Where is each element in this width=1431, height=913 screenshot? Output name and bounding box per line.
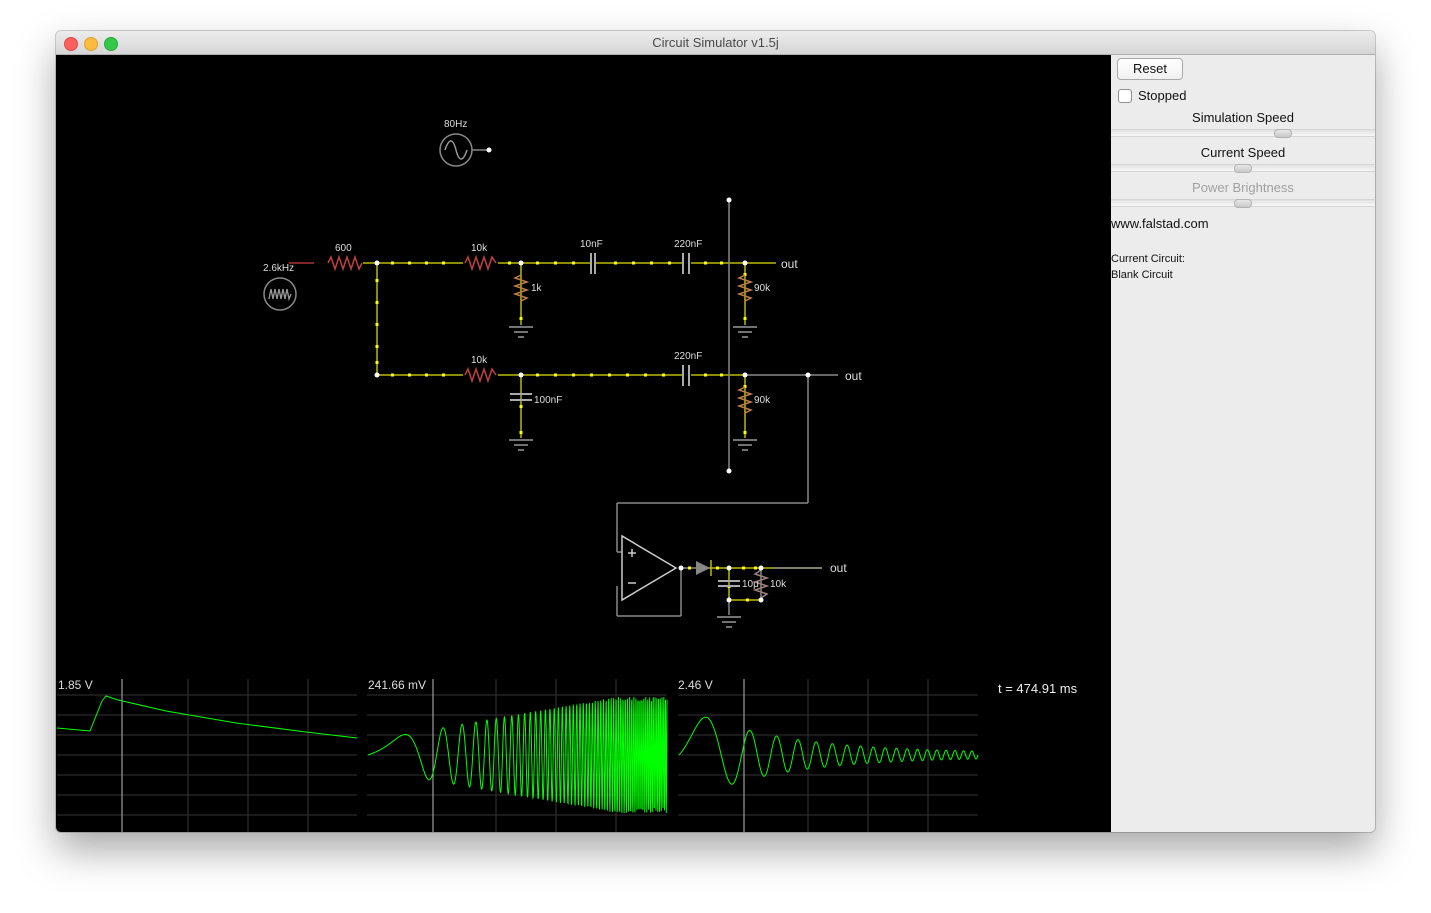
close-window-button[interactable]	[64, 37, 78, 51]
label-1k: 1k	[531, 283, 543, 294]
resistor-1k	[512, 274, 530, 302]
stopped-label: Stopped	[1138, 88, 1187, 103]
stopped-checkbox[interactable]	[1118, 89, 1132, 103]
power-brightness-thumb	[1234, 199, 1252, 208]
resistor-90k-top	[736, 274, 754, 302]
wire-network[interactable]	[289, 200, 838, 617]
current-circuit-label: Current Circuit:	[1111, 253, 1185, 265]
maximize-window-button[interactable]	[104, 37, 118, 51]
label-90k-bottom: 90k	[754, 395, 771, 406]
scope-3[interactable]: 2.46 V	[678, 678, 979, 832]
label-80hz: 80Hz	[444, 119, 467, 130]
scope-2-value: 241.66 mV	[368, 678, 426, 692]
power-brightness-slider	[1111, 199, 1375, 208]
window-title: Circuit Simulator v1.5j	[652, 35, 779, 50]
current-speed-slider[interactable]	[1111, 164, 1375, 173]
resistors[interactable]	[327, 254, 770, 599]
label-90k-top: 90k	[754, 283, 771, 294]
label-10nf: 10nF	[580, 239, 603, 250]
time-readout: t = 474.91 ms	[998, 681, 1078, 696]
source-2.6khz[interactable]	[263, 277, 297, 311]
minimize-window-button[interactable]	[84, 37, 98, 51]
current-speed-label: Current Speed	[1200, 145, 1286, 160]
resistor-10k-detector	[752, 569, 770, 599]
capacitors[interactable]	[510, 253, 740, 587]
power-brightness-label: Power Brightness	[1192, 180, 1294, 195]
resistor-600	[327, 254, 363, 272]
output-label-2: out	[845, 369, 862, 383]
reset-button[interactable]: Reset	[1117, 58, 1183, 80]
title-bar: Circuit Simulator v1.5j	[56, 31, 1375, 55]
scope-1-value: 1.85 V	[58, 678, 93, 692]
scope-1[interactable]: 1.85 V	[56, 677, 358, 832]
ground-symbols	[509, 326, 757, 628]
simulation-speed-thumb[interactable]	[1274, 129, 1292, 138]
output-label-1: out	[781, 257, 798, 271]
label-10k-detector: 10k	[770, 579, 787, 590]
output-label-3: out	[830, 561, 847, 575]
label-2.6khz: 2.6kHz	[263, 263, 294, 274]
junction-nodes	[374, 197, 811, 603]
current-dots	[375, 261, 757, 602]
label-cap-detector: 10μ	[742, 579, 759, 590]
op-amp[interactable]	[621, 534, 678, 602]
label-10k-top: 10k	[471, 243, 488, 254]
scope-3-value: 2.46 V	[678, 678, 713, 692]
diode[interactable]	[696, 560, 712, 576]
label-100nf: 100nF	[534, 395, 562, 406]
control-panel: Reset Stopped Simulation Speed Current S…	[1111, 55, 1375, 832]
scope-2[interactable]: 241.66 mV	[367, 678, 668, 832]
resistor-10k-top	[464, 254, 497, 272]
label-10k-bottom: 10k	[471, 355, 488, 366]
current-speed-thumb[interactable]	[1234, 164, 1252, 173]
current-circuit-name: Blank Circuit	[1111, 269, 1173, 281]
simulation-speed-label: Simulation Speed	[1192, 110, 1294, 125]
label-600: 600	[335, 243, 352, 254]
resistor-10k-bottom	[464, 366, 497, 384]
source-80hz[interactable]	[439, 133, 492, 167]
label-220nf-top: 220nF	[674, 239, 702, 250]
app-window: Circuit Simulator v1.5j	[56, 31, 1375, 832]
falstad-link[interactable]: www.falstad.com	[1111, 216, 1209, 231]
circuit-canvas[interactable]: 80Hz 2.6kHz 600 10k 1k 10nF 220nF 90k 10…	[56, 55, 1111, 832]
resistor-90k-bottom	[736, 386, 754, 414]
label-220nf-bottom: 220nF	[674, 351, 702, 362]
simulation-speed-slider[interactable]	[1111, 129, 1375, 138]
